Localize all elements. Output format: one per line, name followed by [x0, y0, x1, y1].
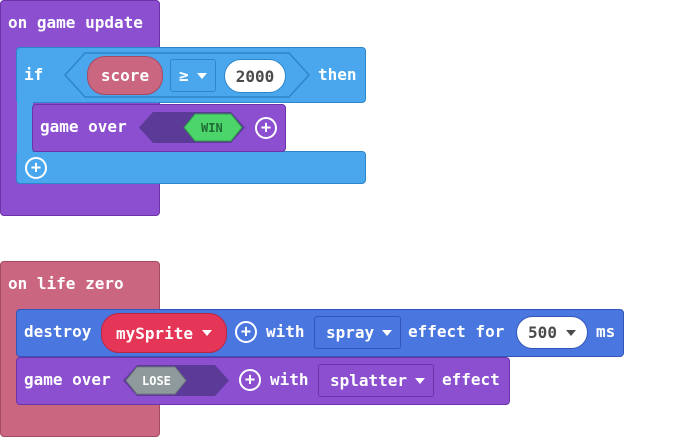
game-over-label: game over	[40, 117, 127, 136]
then-label: then	[318, 65, 357, 84]
duration-dropdown[interactable]: 500	[516, 316, 588, 349]
lose-label: LOSE	[142, 374, 171, 388]
dropdown-caret-icon	[565, 329, 576, 336]
game-over-label: game over	[24, 370, 111, 389]
effect-dropdown[interactable]: spray	[314, 316, 401, 349]
value-input[interactable]: 2000	[224, 59, 286, 93]
operator-value: ≥	[179, 66, 189, 85]
win-label: WIN	[201, 121, 223, 135]
on-game-update-label: on game update	[8, 13, 143, 32]
effect-value: splatter	[330, 371, 408, 390]
win-toggle[interactable]	[183, 113, 243, 142]
lose-toggle[interactable]	[125, 366, 187, 395]
sprite-dropdown[interactable]: mySprite	[101, 313, 227, 353]
dropdown-caret-icon	[382, 329, 393, 336]
sprite-name: mySprite	[115, 323, 194, 343]
if-block-spine	[17, 95, 33, 151]
ms-label: ms	[596, 322, 616, 341]
effect-dropdown[interactable]: splatter	[318, 364, 434, 397]
effect-label: effect	[442, 370, 500, 389]
dropdown-caret-icon	[196, 72, 207, 79]
plus-circle-icon[interactable]: +	[239, 369, 261, 391]
on-life-zero-label: on life zero	[8, 274, 124, 293]
duration-value: 500	[528, 323, 557, 342]
dropdown-caret-icon	[202, 330, 213, 336]
effect-for-label: effect for	[408, 322, 505, 341]
with-label: with	[266, 322, 305, 341]
operator-dropdown[interactable]: ≥	[170, 59, 216, 92]
game-over-lose-block[interactable]	[16, 357, 510, 405]
if-block-footer	[16, 151, 366, 184]
effect-value: spray	[326, 323, 375, 342]
plus-circle-icon[interactable]: +	[255, 117, 277, 139]
if-label: if	[24, 65, 44, 84]
score-variable[interactable]: score	[87, 56, 163, 95]
plus-circle-icon[interactable]: +	[25, 157, 47, 179]
destroy-label: destroy	[24, 322, 92, 341]
plus-circle-icon[interactable]: +	[235, 321, 257, 343]
dropdown-caret-icon	[415, 377, 426, 384]
with-label: with	[270, 370, 309, 389]
if-block-spine-join	[17, 140, 32, 160]
